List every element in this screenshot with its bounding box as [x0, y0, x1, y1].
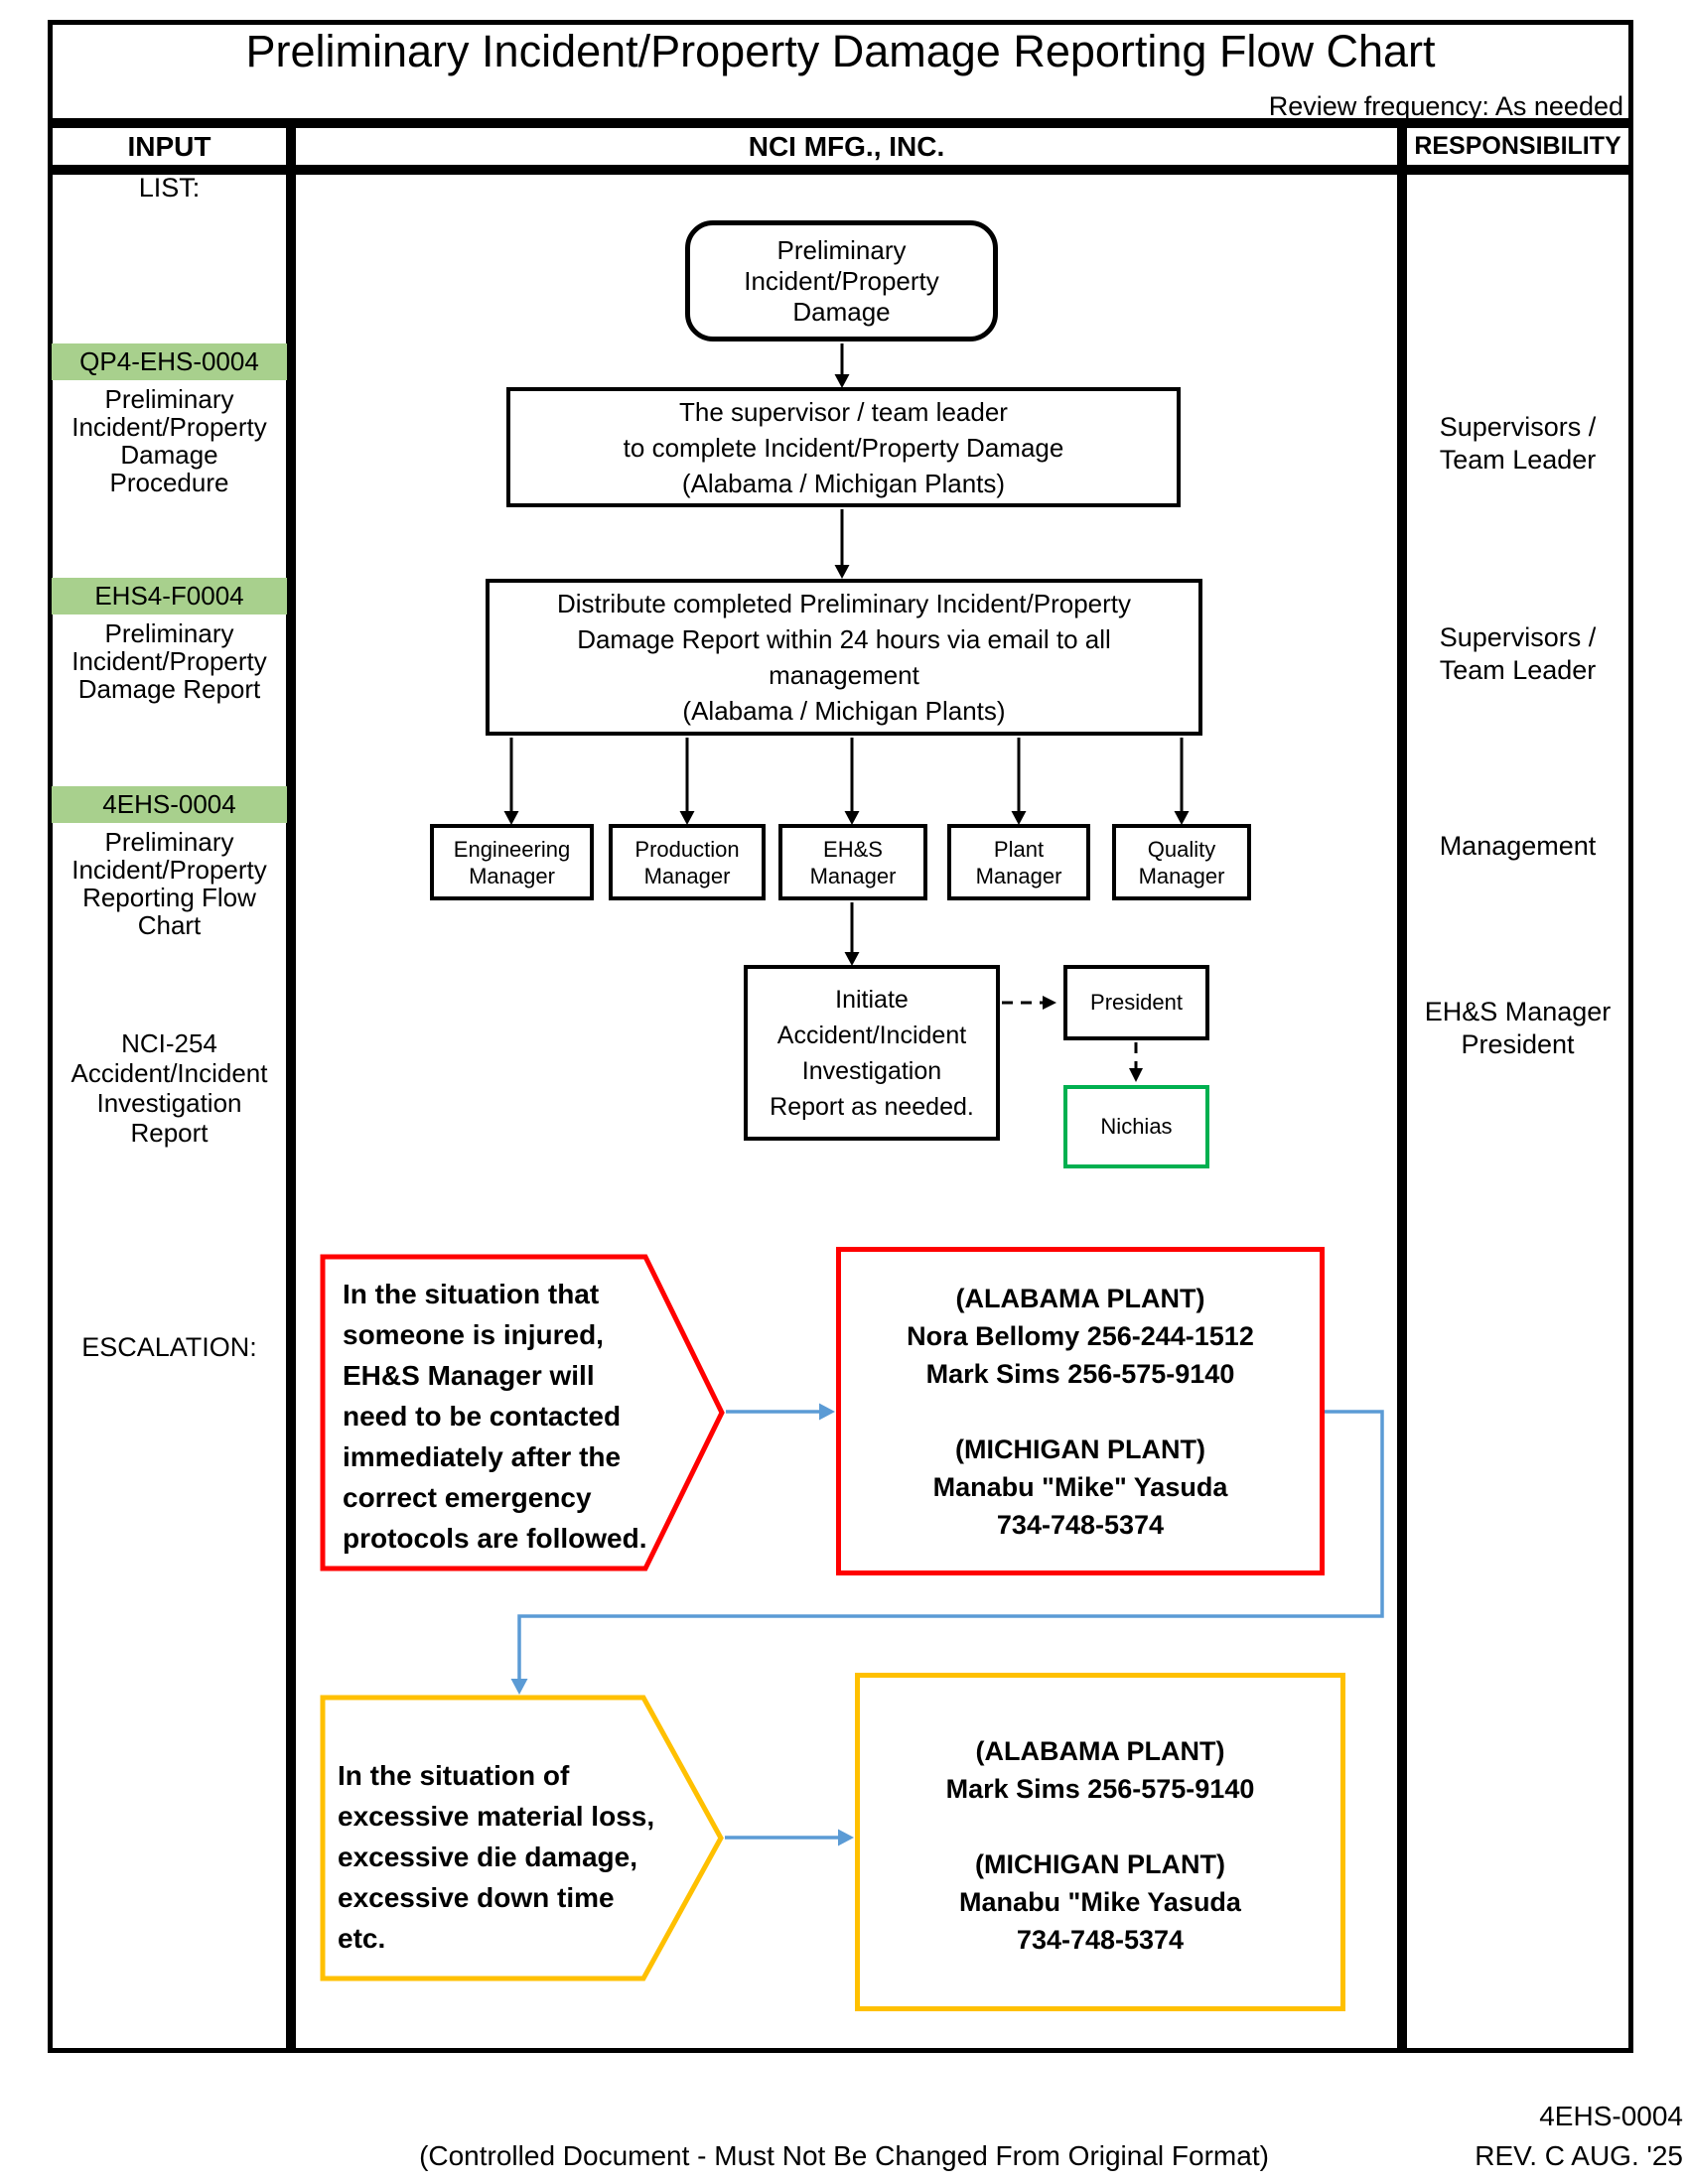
- list-item-id-highlight: EHS4-F0004: [52, 578, 287, 614]
- list-reference: NCI-254 Accident/Incident Investigation …: [70, 1028, 268, 1148]
- nichias-box: Nichias: [1063, 1085, 1209, 1168]
- list-item-id-highlight: 4EHS-0004: [52, 786, 287, 823]
- review-frequency: Review frequency: As needed: [1268, 91, 1623, 121]
- list-label: LIST:: [138, 173, 201, 203]
- document-id-revision: 4EHS-0004 REV. C AUG. '25: [1475, 2101, 1683, 2171]
- flow-initiate-box: Initiate Accident/Incident Investigation…: [744, 965, 1000, 1141]
- injury-contacts-box: (ALABAMA PLANT) Nora Bellomy 256-244-151…: [836, 1247, 1325, 1575]
- list-item-label: Preliminary Incident/Property Reporting …: [71, 827, 267, 940]
- escalation-label: ESCALATION:: [81, 1332, 257, 1362]
- president-box: President: [1063, 965, 1209, 1040]
- manager-box-production: Production Manager: [609, 824, 766, 900]
- flow-supervisor-box: The supervisor / team leader to complete…: [506, 387, 1181, 507]
- input-column-body: [48, 170, 291, 2053]
- list-item-id-highlight: QP4-EHS-0004: [52, 343, 287, 380]
- responsibility-entry: Supervisors / Team Leader: [1439, 412, 1597, 475]
- manager-box-ehs: EH&S Manager: [778, 824, 927, 900]
- responsibility-entry: Supervisors / Team Leader: [1439, 622, 1597, 685]
- loss-contacts-box: (ALABAMA PLANT) Mark Sims 256-575-9140 (…: [855, 1673, 1345, 2011]
- column-header-input: INPUT: [48, 123, 291, 170]
- column-header-responsibility: RESPONSIBILITY: [1402, 123, 1633, 170]
- title-box: [48, 20, 1633, 123]
- manager-box-engineering: Engineering Manager: [430, 824, 594, 900]
- injury-condition-text: In the situation that someone is injured…: [343, 1279, 647, 1554]
- list-item-label: Preliminary Incident/Property Damage Rep…: [71, 618, 267, 704]
- controlled-document-note: (Controlled Document - Must Not Be Chang…: [419, 2140, 1269, 2171]
- flow-distribute-box: Distribute completed Preliminary Inciden…: [486, 579, 1202, 736]
- manager-box-quality: Quality Manager: [1112, 824, 1251, 900]
- column-header-main: NCI MFG., INC.: [291, 123, 1402, 170]
- responsibility-column-body: [1402, 170, 1633, 2053]
- flow-start-box: Preliminary Incident/Property Damage: [685, 220, 998, 341]
- responsibility-entry: EH&S Manager President: [1424, 997, 1612, 1059]
- list-item-label: Preliminary Incident/Property Damage Pro…: [71, 384, 267, 497]
- page-title: Preliminary Incident/Property Damage Rep…: [245, 26, 1436, 76]
- responsibility-entry: Management: [1439, 831, 1597, 861]
- loss-condition-text: In the situation of excessive material l…: [338, 1760, 655, 1954]
- manager-box-plant: Plant Manager: [947, 824, 1090, 900]
